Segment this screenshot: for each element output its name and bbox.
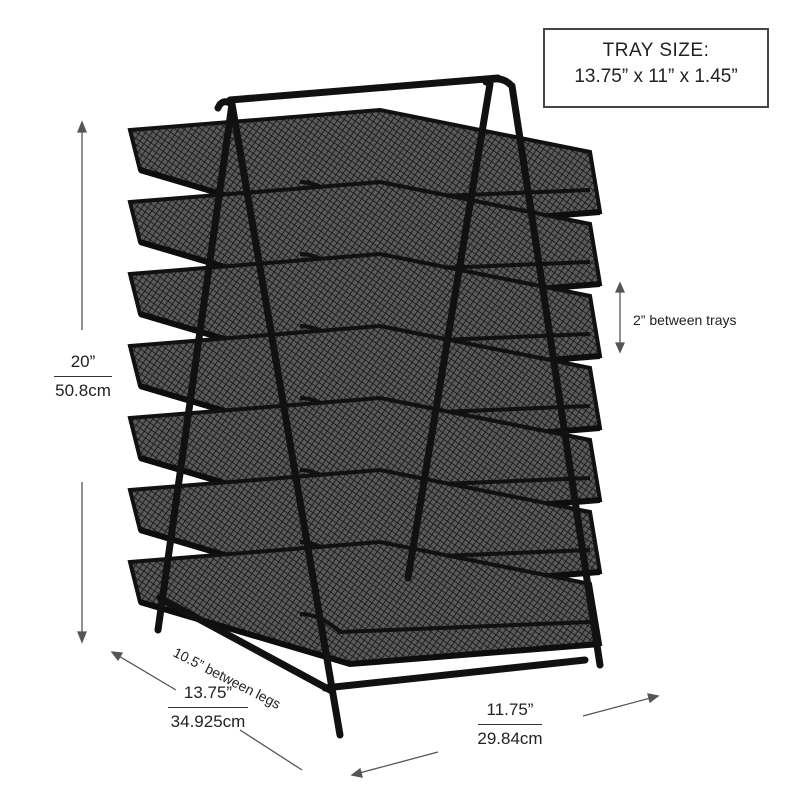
height-label: 20” 50.8cm [48,352,118,401]
tray-size-box: TRAY SIZE: 13.75” x 11” x 1.45” [543,28,769,108]
height-inches: 20” [70,352,96,371]
depth-label: 13.75” 34.925cm [160,683,256,732]
depth-cm: 34.925cm [170,712,246,731]
depth-inches: 13.75” [183,683,233,702]
tray-size-title: TRAY SIZE: [602,40,710,61]
height-divider [54,376,112,377]
depth-divider [168,707,248,708]
height-cm: 50.8cm [55,381,111,400]
tray-spacing-label: 2” between trays [633,312,737,328]
width-inches: 11.75” [486,700,534,719]
width-label: 11.75” 29.84cm [468,700,552,749]
width-divider [478,724,542,725]
width-cm: 29.84cm [477,729,543,748]
tray-size-dimensions: 13.75” x 11” x 1.45” [574,66,738,87]
